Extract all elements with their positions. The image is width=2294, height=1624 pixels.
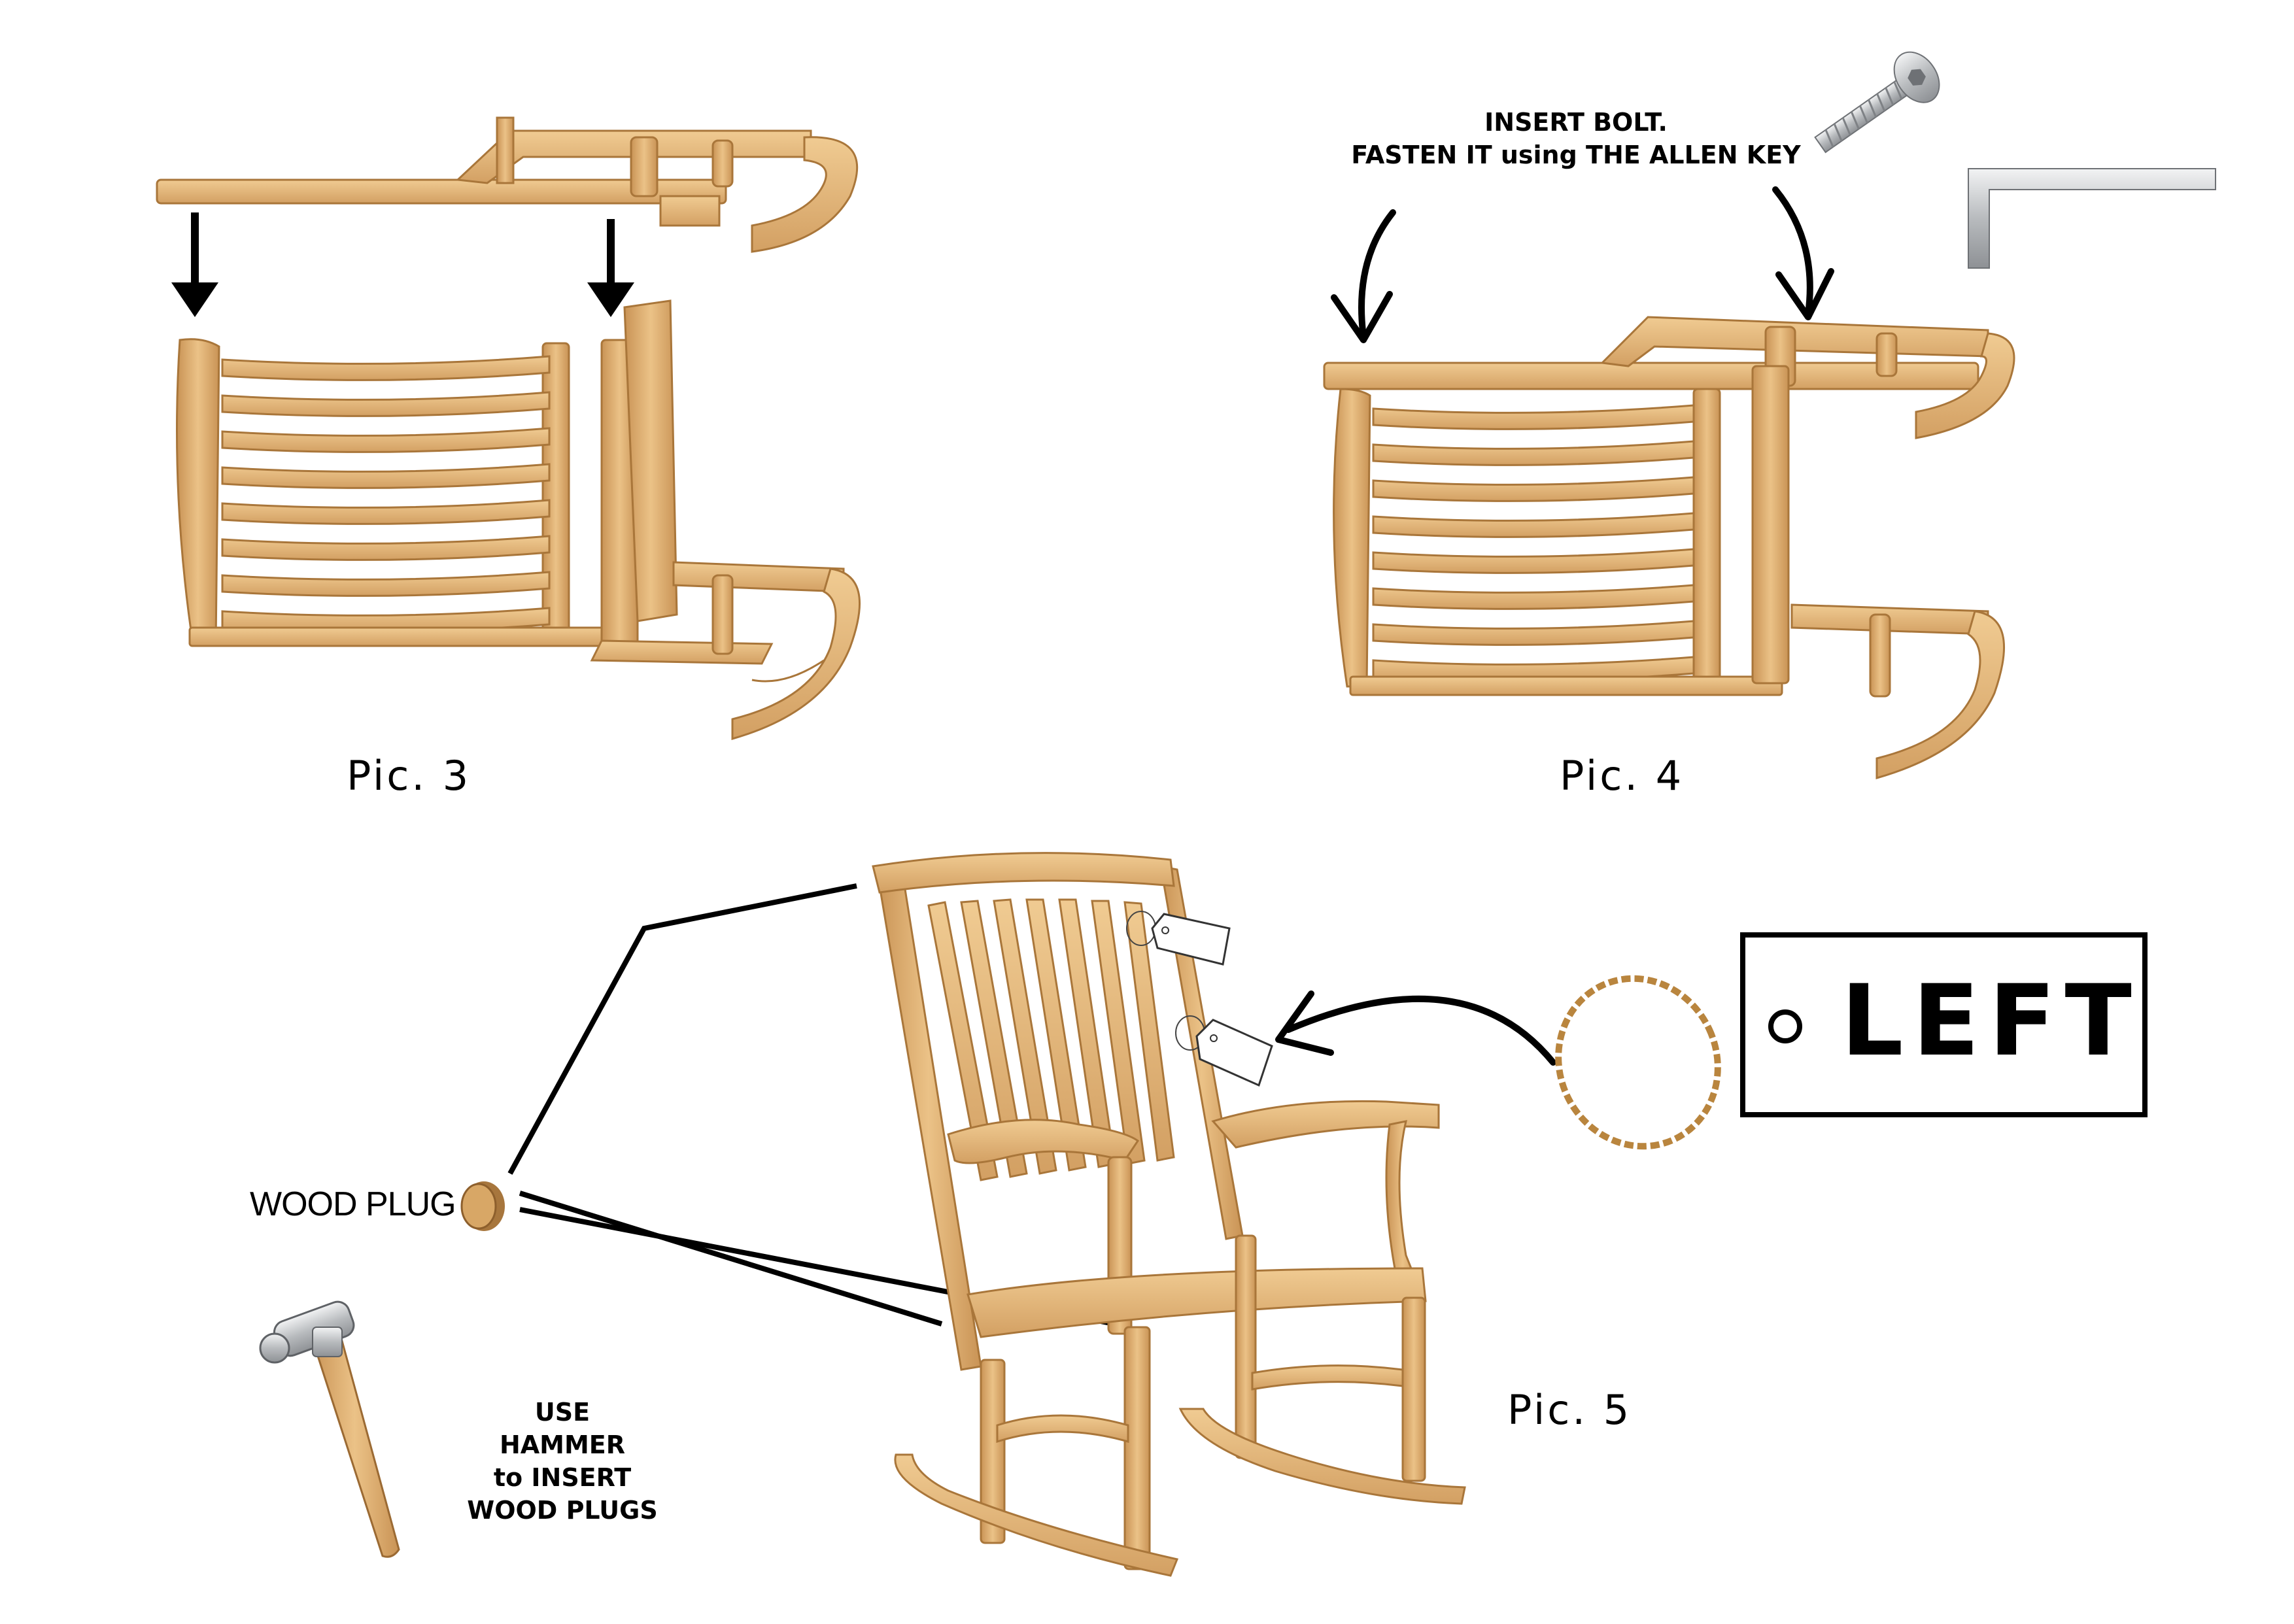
- curved-arrow-icon: [1358, 209, 1396, 340]
- curved-arrow-icon-head: [1775, 268, 1834, 320]
- pic5-illustration: [259, 852, 2148, 1577]
- hang-tag-icon: [1126, 911, 1231, 966]
- bolt-instruction-line2: FASTEN IT using THE ALLEN KEY: [1351, 141, 1801, 169]
- hammer-instruction-line4: WOOD PLUGS: [467, 1496, 658, 1525]
- left-tag: [1740, 932, 2148, 1117]
- hammer-instruction-line1: USE: [534, 1398, 591, 1427]
- bolt-instruction: INSERT BOLT. FASTEN IT using THE ALLEN K…: [1347, 106, 1805, 171]
- hang-tag-icon: [1175, 1015, 1273, 1087]
- leader-line: [507, 883, 857, 1175]
- rope-loop: [1555, 975, 1721, 1150]
- down-arrow-icon: [587, 219, 634, 317]
- pic5-caption: Pic. 5: [1507, 1386, 1632, 1434]
- bolt-icon: [1814, 51, 1940, 154]
- hammer-instruction: USE HAMMER to INSERT WOOD PLUGS: [432, 1396, 693, 1527]
- pic4-caption: Pic. 4: [1560, 752, 1685, 800]
- allen-key-icon: [1968, 168, 2216, 269]
- wood-plug-icon: [460, 1181, 505, 1231]
- curved-arrow-icon: [1772, 186, 1813, 317]
- pic3-arm-frame: [156, 116, 859, 253]
- down-arrow-icon: [171, 212, 218, 317]
- curved-arrow-icon-head: [1331, 291, 1393, 343]
- pic3-caption: Pic. 3: [347, 752, 471, 800]
- hammer-instruction-line3: to INSERT: [493, 1463, 632, 1492]
- curved-arrow-icon: [1285, 995, 1556, 1066]
- pic4-illustration: [1323, 51, 2216, 779]
- pic3-illustration: [156, 116, 861, 740]
- curved-arrow-icon-head: [1275, 990, 1334, 1056]
- hammer-icon: [259, 1300, 400, 1558]
- leader-line: [519, 1191, 943, 1327]
- pic4-chair-frame: [1323, 316, 2015, 779]
- hammer-instruction-line2: HAMMER: [499, 1430, 626, 1459]
- bolt-instruction-line1: INSERT BOLT.: [1484, 108, 1668, 137]
- pic3-seat-frame: [590, 299, 861, 740]
- rocking-chair: [872, 852, 1466, 1577]
- left-tag-text: LEFT: [1841, 964, 2141, 1078]
- pic3-backrest: [176, 338, 609, 647]
- wood-plug-label: WOOD PLUG: [250, 1185, 456, 1223]
